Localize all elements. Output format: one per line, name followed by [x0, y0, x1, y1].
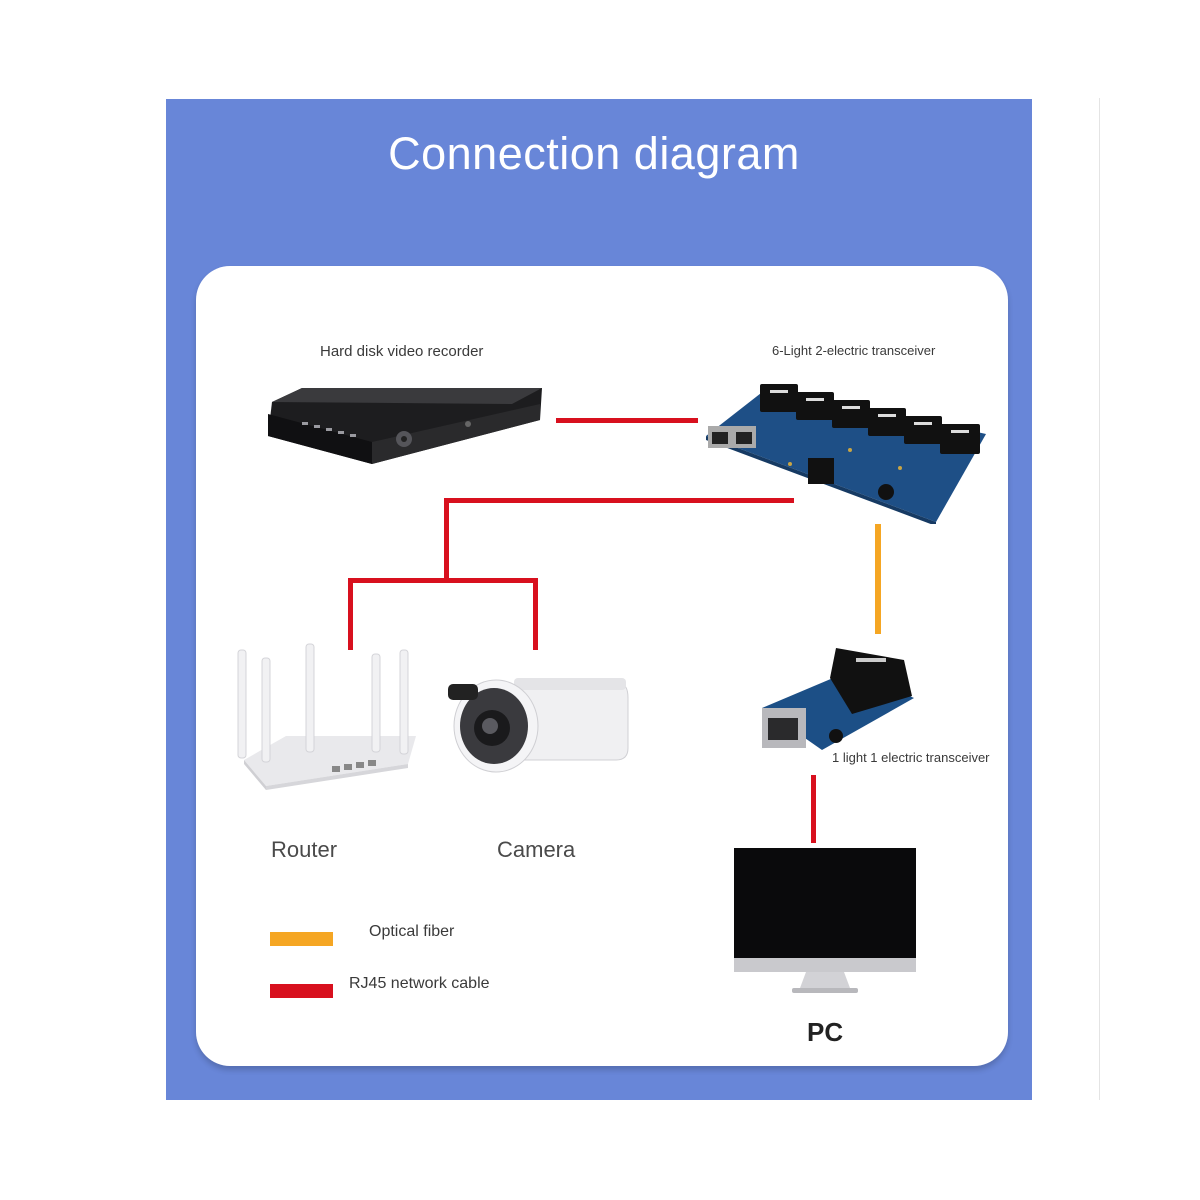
legend-swatch-fiber	[270, 932, 333, 946]
rj45-wire-router	[348, 578, 353, 650]
transceiver-icon	[756, 636, 918, 760]
page-title: Connection diagram	[388, 128, 800, 179]
rj45-wire-nvr-switch	[556, 418, 698, 423]
optical-fiber-wire	[875, 524, 881, 634]
router-icon	[226, 640, 426, 790]
legend-label-rj45: RJ45 network cable	[349, 975, 490, 992]
camera-label: Camera	[497, 837, 576, 862]
rj45-wire-branch-drop	[444, 498, 449, 582]
legend-label-fiber: Optical fiber	[369, 923, 455, 940]
pc-label: PC	[807, 1017, 844, 1047]
transceiver1-label: 1 light 1 electric transceiver	[832, 750, 990, 765]
nvr-icon	[262, 384, 546, 474]
fiber-switch-icon	[700, 376, 990, 524]
monitor-icon	[734, 848, 916, 994]
camera-icon	[444, 668, 630, 774]
rj45-wire-camera	[533, 578, 538, 650]
nvr-label: Hard disk video recorder	[320, 343, 484, 360]
rj45-wire-branch-split	[348, 578, 538, 583]
rj45-wire-switch-branch	[444, 498, 794, 503]
side-divider	[1099, 98, 1100, 1100]
router-label: Router	[271, 837, 338, 862]
switch6-label: 6-Light 2-electric transceiver	[772, 343, 936, 358]
legend-swatch-rj45	[270, 984, 333, 998]
rj45-wire-pc	[811, 775, 816, 843]
